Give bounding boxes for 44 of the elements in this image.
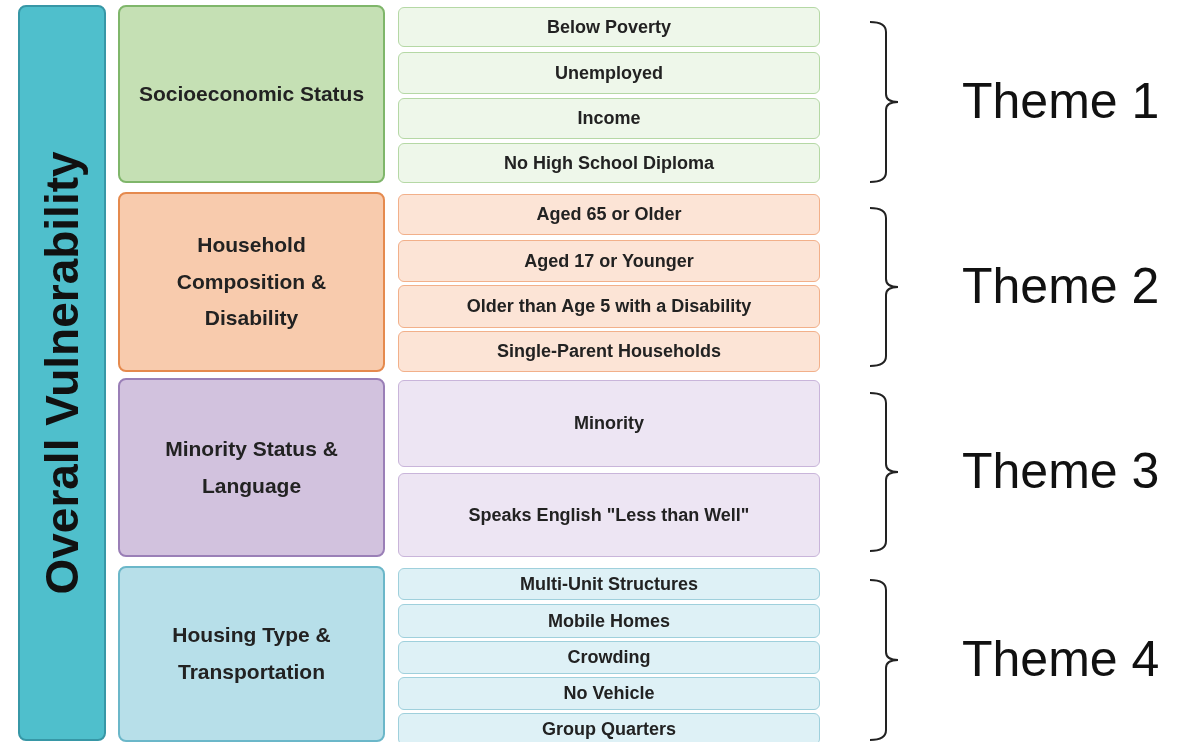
vertical-title: Overall Vulnerability — [35, 151, 89, 595]
box-label: Income — [577, 108, 641, 129]
variable-box — [398, 52, 820, 94]
box-label: Mobile Homes — [548, 610, 670, 632]
theme-box — [118, 378, 385, 557]
box-label: Unemployed — [555, 62, 663, 84]
variable-box — [398, 285, 820, 328]
box-label: Minority Status & Language — [164, 435, 339, 499]
box-label: Below Poverty — [546, 16, 671, 38]
box-label: No High School Diploma — [504, 152, 714, 174]
theme-box — [118, 5, 385, 183]
theme-label: Theme 2 — [962, 257, 1160, 315]
variable-box — [398, 331, 820, 372]
box-label: Household Composition & Disability — [175, 231, 328, 332]
variable-box — [398, 604, 820, 638]
theme-box — [118, 192, 385, 372]
variable-box — [398, 473, 820, 557]
variable-box — [398, 194, 820, 235]
box-label: Socioeconomic Status — [138, 80, 365, 107]
box-label: Group Quarters — [542, 718, 676, 740]
variable-box — [398, 713, 820, 742]
variable-box — [398, 143, 820, 183]
variable-box — [398, 240, 820, 282]
box-label: Single-Parent Households — [496, 341, 721, 362]
theme-label: Theme 4 — [962, 630, 1160, 688]
box-label: Aged 17 or Younger — [524, 250, 694, 272]
theme-label: Theme 3 — [962, 442, 1160, 500]
box-label: Older than Age 5 with a Disability — [466, 296, 752, 317]
box-label: Minority — [574, 413, 644, 434]
variable-box — [398, 677, 820, 710]
box-label: Housing Type & Transportation — [171, 622, 332, 685]
box-label: Speaks English "Less than Well" — [468, 504, 750, 526]
category-bar — [18, 5, 106, 741]
variable-box — [398, 641, 820, 674]
box-label: Aged 65 or Older — [536, 204, 682, 225]
variable-box — [398, 380, 820, 467]
theme-box — [118, 566, 385, 742]
box-label: No Vehicle — [563, 683, 655, 704]
variable-box — [398, 7, 820, 47]
variable-box — [398, 568, 820, 600]
box-label: Multi-Unit Structures — [520, 573, 698, 595]
box-label: Crowding — [567, 647, 651, 668]
theme-label: Theme 1 — [962, 72, 1160, 130]
variable-box — [398, 98, 820, 139]
